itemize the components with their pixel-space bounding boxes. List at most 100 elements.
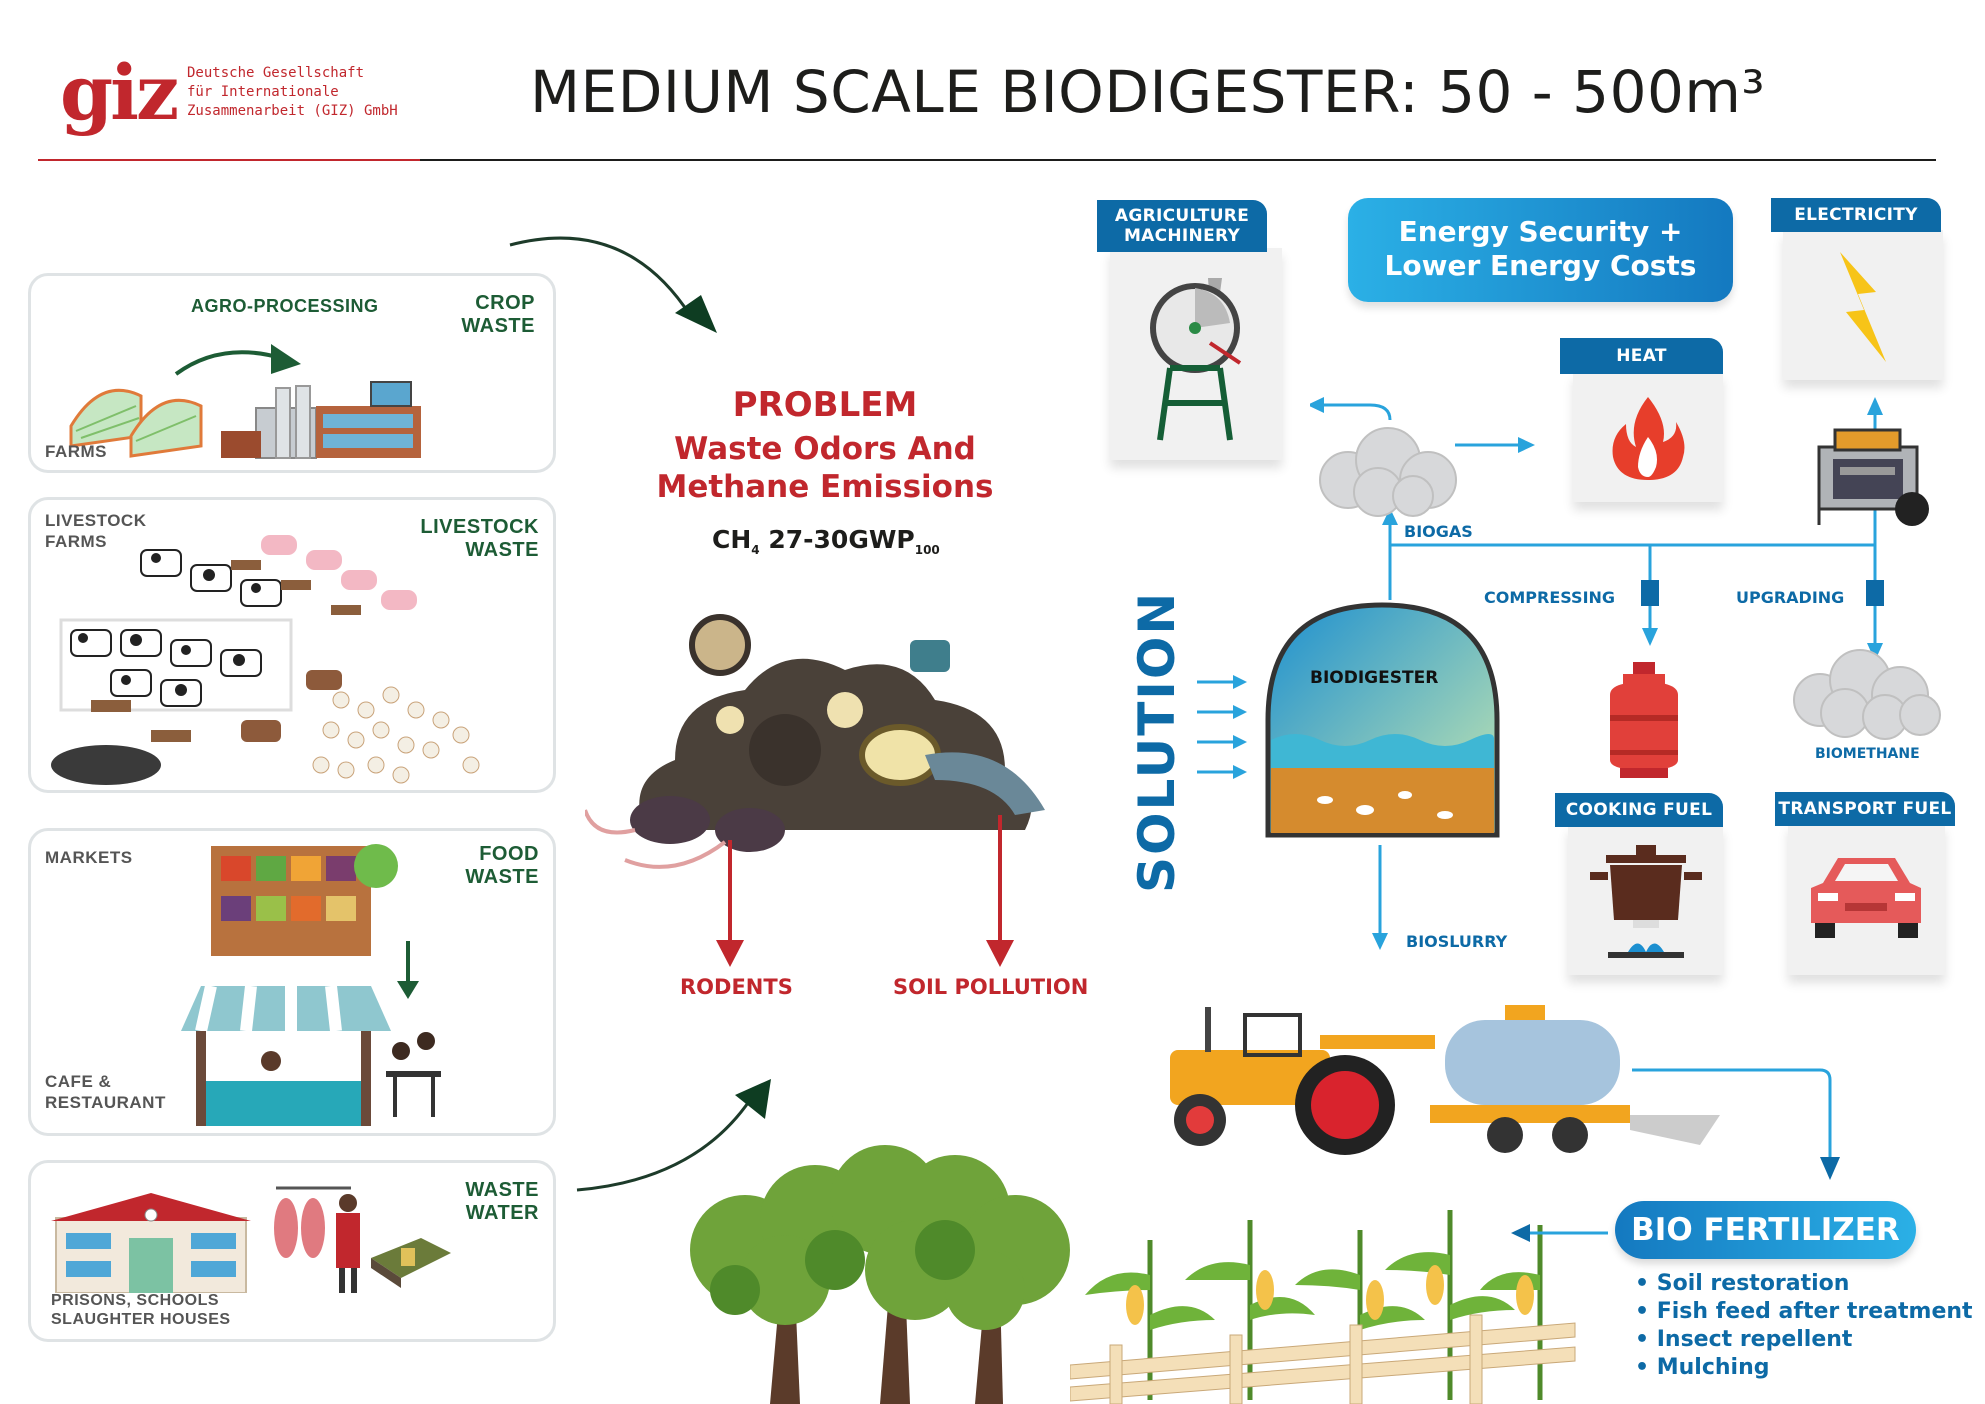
rodents-arrow [716, 840, 744, 967]
biodigester-label: BIODIGESTER [1310, 668, 1439, 688]
butcher-icon [274, 1186, 360, 1293]
chicken-flock-icon [312, 686, 480, 784]
bioslurry-label: BIOSLURRY [1406, 932, 1508, 951]
transport-fuel-tab: TRANSPORT FUEL [1775, 792, 1955, 826]
food-waste-line-1: FOOD [479, 843, 539, 865]
heat-card [1573, 372, 1723, 502]
cafe-stall-icon [181, 984, 391, 1126]
cow-pen-icon [59, 549, 293, 712]
header-divider-accent [38, 159, 420, 161]
agro-processing-arrow [174, 344, 301, 376]
crop-waste-panel: AGRO-PROCESSING CROP WASTE FARMS [28, 273, 556, 473]
fence-icon [1070, 1314, 1576, 1404]
gwp-value-sub: 100 [914, 543, 940, 557]
benefit-mulching: Mulching [1656, 1355, 1770, 1380]
pig-pen-icon [91, 535, 417, 742]
giz-logo: giz [60, 48, 179, 137]
org-name-line-2: für Internationale [187, 84, 339, 100]
market-to-cafe-arrow [397, 941, 419, 999]
compressing-label: COMPRESSING [1484, 588, 1616, 607]
benefit-insect-repellent: Insect repellent [1656, 1327, 1853, 1352]
benefit-item: • Mulching [1635, 1355, 1770, 1380]
energy-security-banner: Energy Security + Lower Energy Costs [1348, 198, 1733, 302]
problem-heading: PROBLEM [732, 385, 918, 425]
methane-formula: CH [712, 525, 752, 554]
biodigester-tank [1265, 602, 1500, 838]
tractor-icon [1170, 1007, 1435, 1155]
energy-security-line-2: Lower Energy Costs [1384, 249, 1697, 282]
gwp-value: 27-30GWP [768, 525, 915, 554]
biomethane-cloud-icon [1793, 649, 1941, 740]
upgrading-label: UPGRADING [1736, 588, 1845, 607]
fertilizer-to-field-arrow [1511, 1224, 1608, 1242]
waste-water-panel: WASTE WATER PRISONS, SCHOOLS SLAUGHTER H… [28, 1160, 556, 1342]
agriculture-machinery-line-2: MACHINERY [1123, 226, 1241, 246]
top-source-to-problem-arrow [509, 236, 717, 333]
tanker-to-fertilizer-arrow [1632, 1068, 1840, 1180]
org-name: Deutsche Gesellschaft für Internationale… [187, 64, 398, 121]
soil-pollution-arrow [986, 815, 1014, 967]
institutions-illustration [51, 1186, 451, 1293]
waste-water-line-2: WATER [465, 1202, 539, 1224]
cooking-fuel-tab: COOKING FUEL [1555, 793, 1723, 827]
benefit-soil-restoration: Soil restoration [1656, 1271, 1850, 1296]
farms-label: FARMS [45, 442, 107, 461]
livestock-waste-line-2: WASTE [465, 539, 539, 561]
benefit-item: • Soil restoration [1635, 1271, 1850, 1296]
rodents-label: RODENTS [680, 975, 793, 999]
tanker-icon [1430, 1005, 1720, 1153]
cattle-icon [241, 670, 342, 742]
greenhouse-icon [69, 388, 203, 458]
header-divider [38, 159, 1936, 161]
institutions-line-2: SLAUGHTER HOUSES [51, 1311, 231, 1328]
food-waste-panel: MARKETS CAFE & RESTAURANT FOOD WASTE [28, 828, 556, 1136]
garbage-pile-icon [639, 614, 1045, 830]
benefit-fish-feed: Fish feed after treatment [1656, 1299, 1973, 1324]
org-name-line-3: Zusammenarbeit (GIZ) GmbH [187, 103, 398, 119]
cafe-restaurant-line-1: CAFE & [45, 1072, 112, 1091]
food-waste-label: FOOD WASTE [465, 843, 539, 889]
factory-icon [221, 381, 421, 459]
heat-tab: HEAT [1560, 338, 1723, 374]
methane-gwp: CH4 27-30GWP100 [712, 525, 940, 557]
market-cafe-illustration [181, 844, 441, 1126]
tree-icon [690, 1145, 1070, 1404]
biomethane-label: BIOMETHANE [1815, 746, 1920, 762]
institutions-line-1: PRISONS, SCHOOLS [51, 1292, 220, 1309]
solution-label: SOLUTION [1128, 590, 1186, 893]
bottom-source-to-problem-arrow [576, 1079, 771, 1192]
drain-icon [371, 1238, 451, 1288]
page-title: MEDIUM SCALE BIODIGESTER: 50 - 500m³ [530, 58, 1766, 126]
waste-pile-illustration [585, 614, 1045, 869]
livestock-waste-line-1: LIVESTOCK [420, 516, 539, 538]
problem-subtitle-line-2: Methane Emissions [656, 469, 994, 505]
farm-factory-illustration [69, 381, 421, 459]
org-name-line-1: Deutsche Gesellschaft [187, 65, 365, 81]
rat-icon [585, 796, 785, 869]
cafe-restaurant-label: CAFE & RESTAURANT [45, 1071, 166, 1113]
livestock-farms-line-1: LIVESTOCK [45, 511, 147, 530]
food-waste-line-2: WASTE [465, 866, 539, 888]
input-arrows [1197, 675, 1247, 779]
lightning-bolt-icon [1840, 252, 1886, 362]
livestock-farm-illustration [51, 535, 480, 785]
biogas-cloud-icon [1319, 427, 1457, 517]
livestock-waste-panel: LIVESTOCK FARMS LIVESTOCK WASTE [28, 497, 556, 793]
livestock-farms-label: LIVESTOCK FARMS [45, 510, 146, 552]
corn-plant-icon [1085, 1210, 1543, 1400]
grain-mill-icon [1150, 278, 1242, 441]
tractor-tanker-illustration [1170, 1005, 1720, 1155]
bio-fertilizer-benefits: • Soil restoration • Fish feed after tre… [1635, 1270, 1973, 1382]
car-icon [1811, 858, 1921, 938]
biogas-label: BIOGAS [1404, 522, 1473, 541]
electricity-card [1783, 230, 1943, 380]
crop-waste-line-1: CROP [475, 292, 535, 314]
agro-processing-label: AGRO-PROCESSING [191, 296, 379, 316]
crop-waste-line-2: WASTE [461, 315, 535, 337]
waste-water-label: WASTE WATER [465, 1179, 539, 1225]
gas-cylinder-icon [1610, 662, 1678, 778]
cooking-fuel-card [1568, 825, 1723, 975]
soil-pollution-label: SOIL POLLUTION [893, 975, 1089, 999]
methane-formula-sub: 4 [751, 543, 760, 557]
electricity-tab: ELECTRICITY [1771, 198, 1941, 232]
